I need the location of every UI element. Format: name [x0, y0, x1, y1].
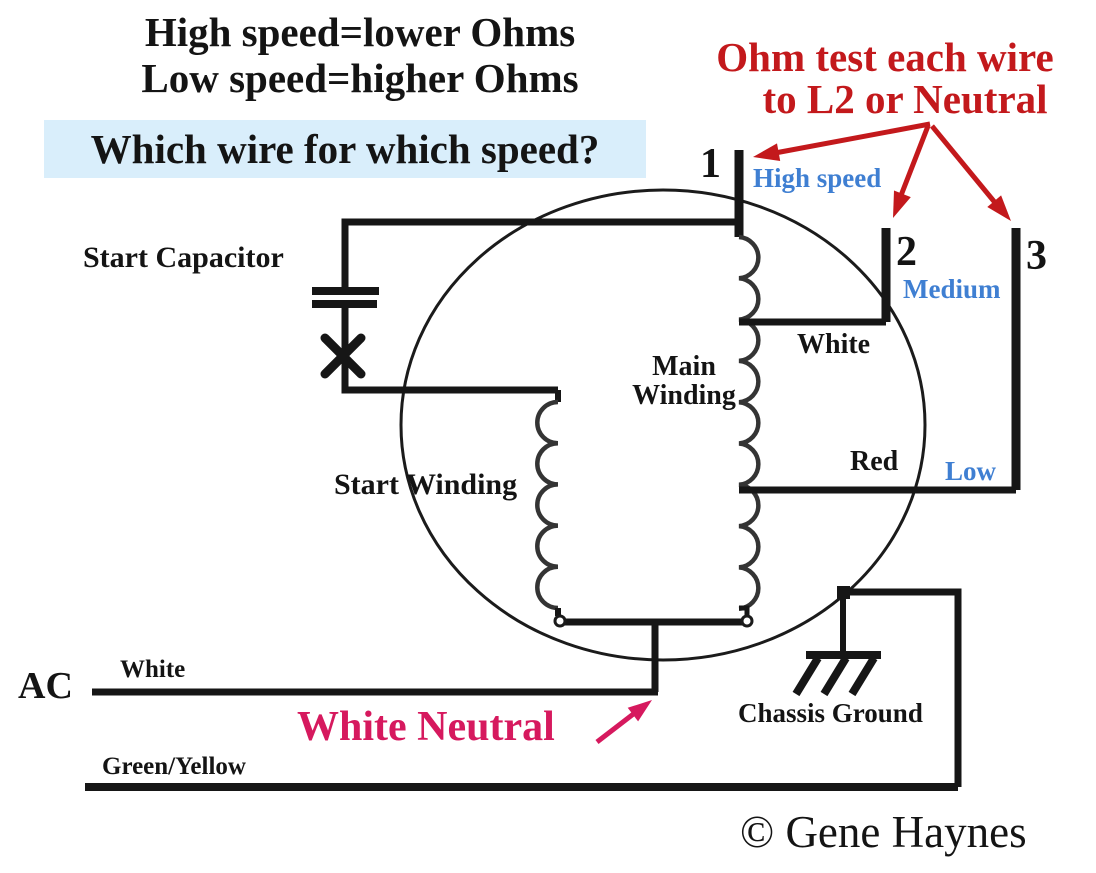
start-winding-coil [535, 390, 561, 616]
terminal-1-number: 1 [700, 141, 721, 187]
chassis-ground-label: Chassis Ground [738, 698, 923, 728]
start-capacitor-label: Start Capacitor [83, 241, 284, 274]
terminal-1-speed: High speed [753, 163, 882, 193]
ac-label: AC [18, 665, 73, 707]
terminal-3-number: 3 [1026, 233, 1047, 279]
chassis-ground-symbol [792, 592, 881, 697]
question-text: Which wire for which speed? [90, 126, 600, 172]
heading-line-1: High speed=lower Ohms [144, 9, 576, 55]
white-neutral-label: White Neutral [297, 704, 555, 750]
splice-x-mark [320, 333, 366, 379]
copyright-credit: © Gene Haynes [740, 807, 1027, 857]
heading-line-2: Low speed=higher Ohms [141, 55, 579, 101]
red-tap-label: Red [850, 446, 899, 477]
question-highlight: Which wire for which speed? [44, 120, 646, 178]
ohm-note-line-2: to L2 or Neutral [762, 76, 1048, 122]
white-tap-label: White [797, 329, 871, 360]
main-winding-coil [738, 234, 761, 616]
motor-body-circle [399, 188, 927, 662]
main-winding-label-line-1: Main [652, 351, 716, 382]
ohm-note-line-1: Ohm test each wire [716, 34, 1054, 80]
start-capacitor-symbol [312, 218, 737, 394]
chassis-ground-wire [85, 588, 962, 791]
ohm-test-arrows [753, 121, 1011, 221]
green-yellow-wire-label: Green/Yellow [102, 753, 246, 780]
red-tap-wire [739, 228, 1021, 494]
connector-dot-start [553, 614, 567, 628]
terminal-2-speed: Medium [903, 274, 1001, 304]
white-neutral-arrow [595, 700, 652, 744]
white-tap-wire [739, 228, 891, 326]
main-winding-label-line-2: Winding [632, 380, 736, 411]
connector-dot-main [740, 614, 754, 628]
terminal-2-number: 2 [896, 229, 917, 275]
neutral-junction-wire [92, 618, 747, 696]
terminal-3-speed: Low [945, 456, 997, 486]
start-winding-label: Start Winding [334, 468, 518, 501]
ac-white-wire-label: White [120, 656, 186, 683]
